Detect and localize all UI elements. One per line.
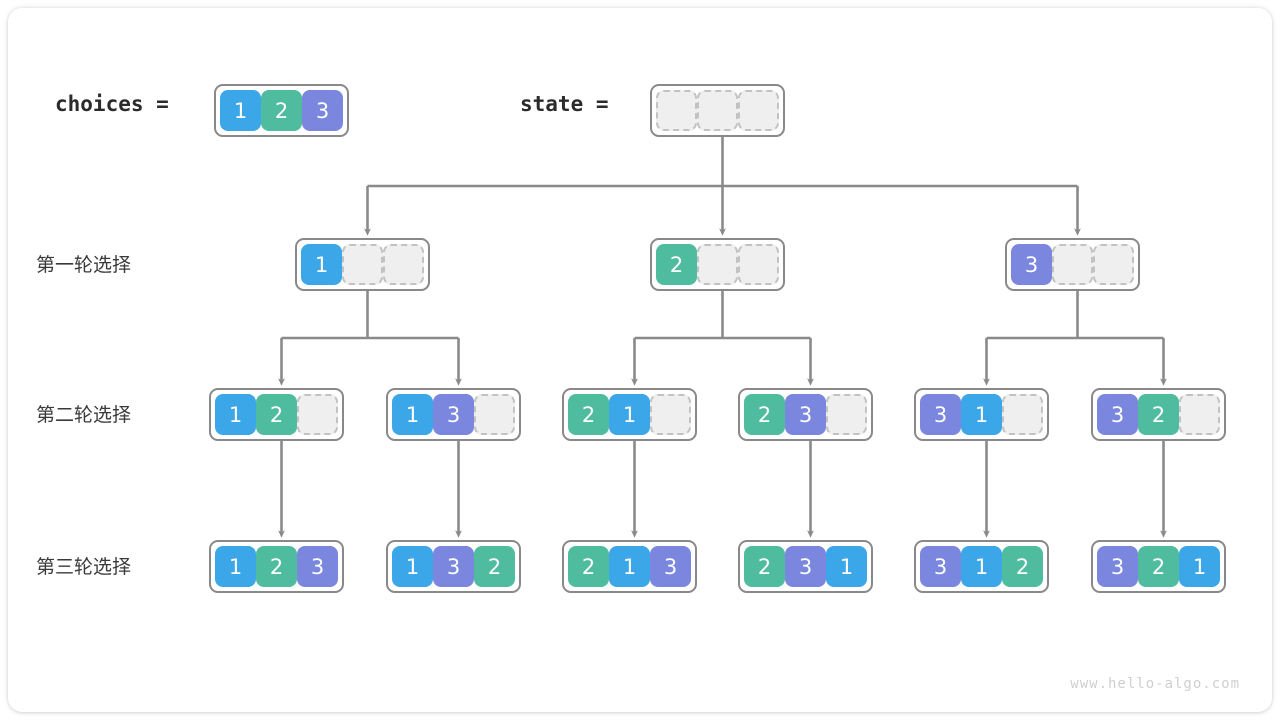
array-cell-empty (650, 394, 691, 435)
array-cell-filled: 3 (785, 546, 826, 587)
array-cell-filled: 1 (215, 394, 256, 435)
array-cell-empty (342, 244, 383, 285)
diagram-card (8, 8, 1272, 712)
array-cell-empty (656, 90, 697, 131)
array-cell-empty (1093, 244, 1134, 285)
array-cell-empty (1002, 394, 1043, 435)
array-cell-filled: 3 (785, 394, 826, 435)
array-cell-filled: 1 (609, 394, 650, 435)
array-cell-empty (297, 394, 338, 435)
node-round1-1: 1 (295, 238, 430, 291)
array-cell-filled: 1 (826, 546, 867, 587)
array-cell-filled: 1 (609, 546, 650, 587)
array-cell-empty (738, 244, 779, 285)
array-cell-filled: 2 (1002, 546, 1043, 587)
array-cell-filled: 2 (1138, 546, 1179, 587)
array-cell-filled: 1 (961, 546, 1002, 587)
watermark: www.hello-algo.com (1070, 676, 1240, 692)
row-label-round2: 第二轮选择 (36, 404, 132, 426)
array-cell-empty (697, 244, 738, 285)
array-cell-filled: 3 (297, 546, 338, 587)
array-cell-empty (383, 244, 424, 285)
node-round1-3: 3 (1005, 238, 1140, 291)
row-label-round3: 第三轮选择 (36, 556, 132, 578)
array-cell-filled: 1 (392, 394, 433, 435)
array-cell-filled: 2 (568, 394, 609, 435)
array-cell-filled: 2 (474, 546, 515, 587)
array-cell-filled: 3 (920, 394, 961, 435)
array-cell-filled: 2 (261, 90, 302, 131)
choices-label: choices = (55, 92, 169, 116)
array-cell-empty (697, 90, 738, 131)
array-cell-filled: 1 (1179, 546, 1220, 587)
array-cell-filled: 2 (256, 546, 297, 587)
array-cell-empty (738, 90, 779, 131)
node-round1-2: 2 (650, 238, 785, 291)
array-cell-filled: 3 (433, 546, 474, 587)
array-cell-filled: 3 (650, 546, 691, 587)
state-array (650, 84, 785, 137)
array-cell-filled: 3 (302, 90, 343, 131)
array-cell-filled: 2 (1138, 394, 1179, 435)
row-label-round1: 第一轮选择 (36, 254, 132, 276)
array-cell-filled: 3 (1011, 244, 1052, 285)
array-cell-filled: 2 (656, 244, 697, 285)
array-cell-empty (1179, 394, 1220, 435)
array-cell-empty (826, 394, 867, 435)
array-cell-filled: 1 (961, 394, 1002, 435)
array-cell-filled: 3 (433, 394, 474, 435)
array-cell-filled: 3 (1097, 394, 1138, 435)
array-cell-empty (1052, 244, 1093, 285)
array-cell-filled: 3 (1097, 546, 1138, 587)
state-label: state = (520, 92, 609, 116)
array-cell-filled: 2 (744, 394, 785, 435)
array-cell-empty (474, 394, 515, 435)
array-cell-filled: 3 (920, 546, 961, 587)
array-cell-filled: 2 (256, 394, 297, 435)
array-cell-filled: 2 (744, 546, 785, 587)
array-cell-filled: 1 (301, 244, 342, 285)
array-cell-filled: 2 (568, 546, 609, 587)
array-cell-filled: 1 (215, 546, 256, 587)
array-cell-filled: 1 (392, 546, 433, 587)
array-cell-filled: 1 (220, 90, 261, 131)
